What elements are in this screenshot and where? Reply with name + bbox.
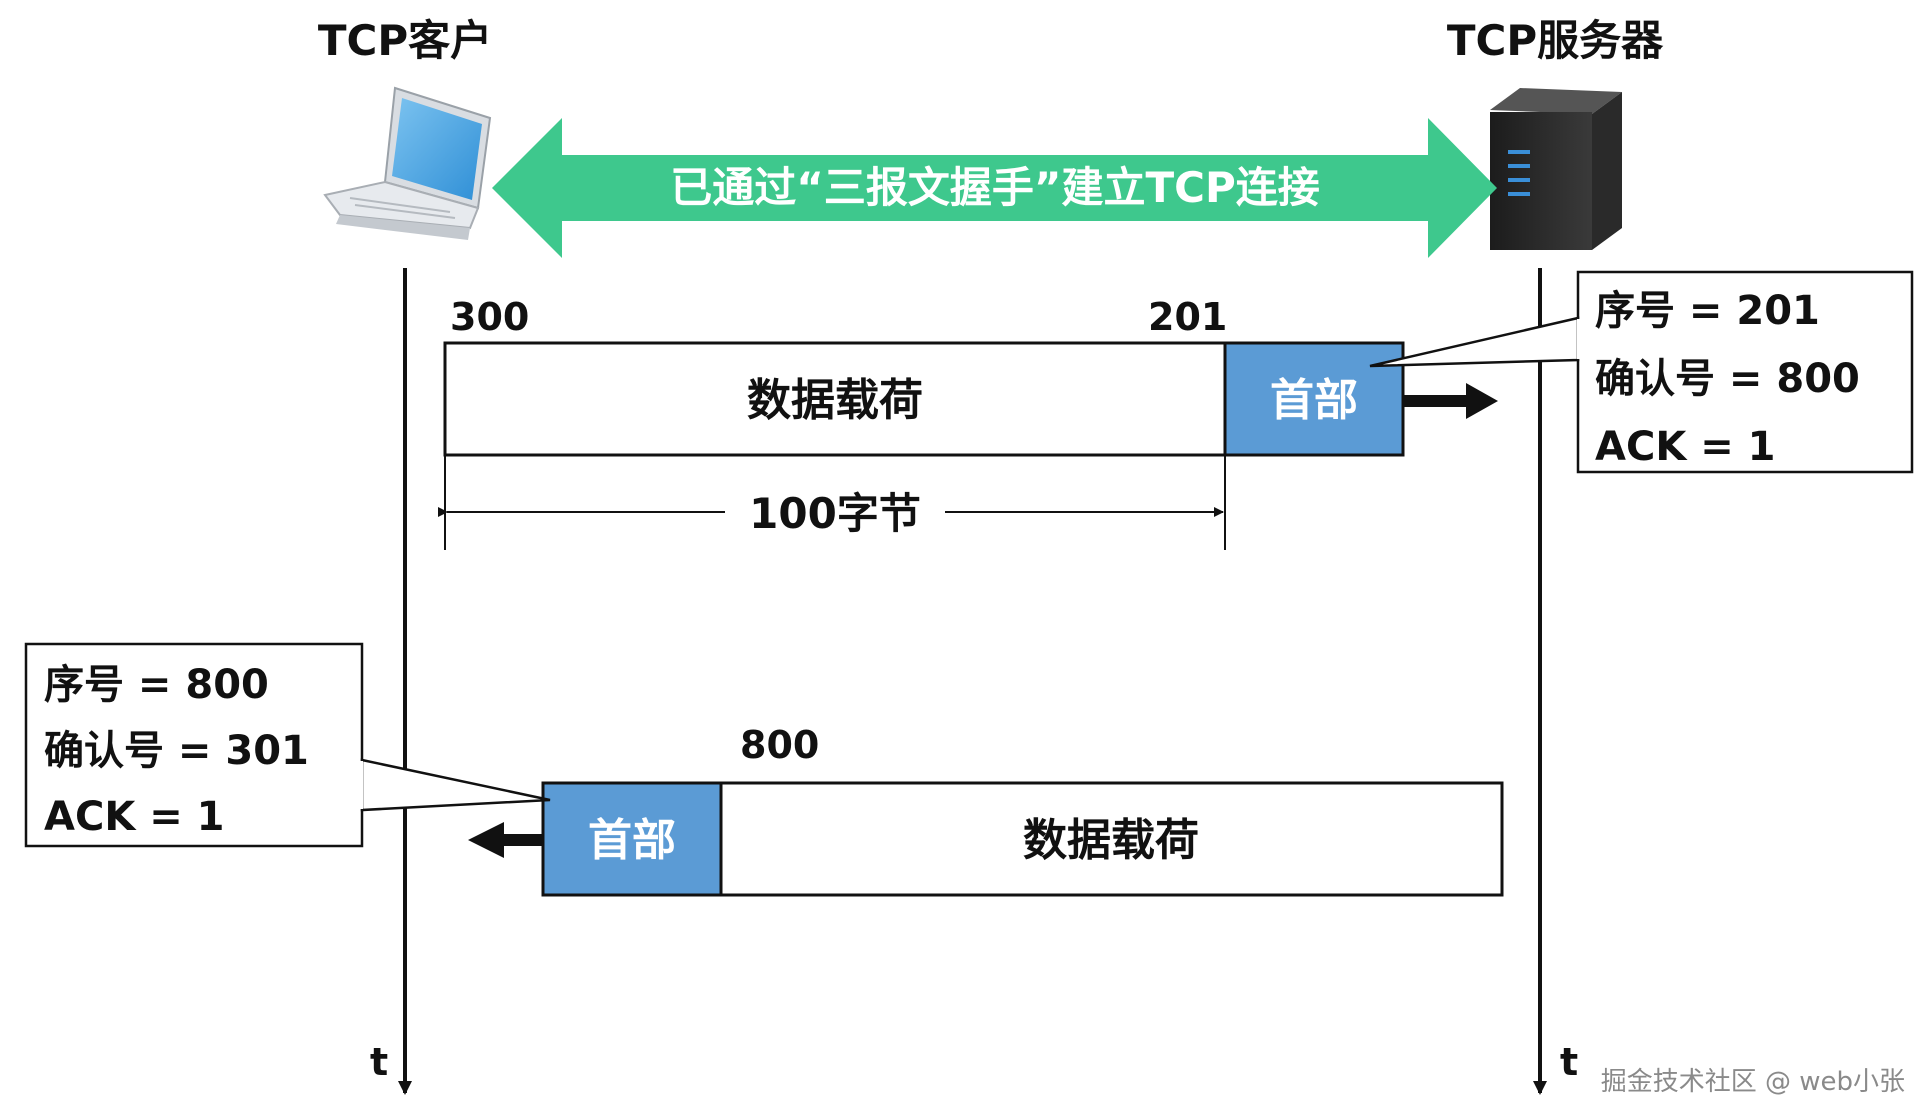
segment2-callout-ack-flag: ACK = 1 bbox=[44, 794, 225, 840]
segment1-right-number: 201 bbox=[1148, 295, 1227, 339]
client-label: TCP客户 bbox=[318, 16, 492, 65]
segment1-payload-label: 数据载荷 bbox=[747, 375, 923, 426]
segment2-direction-arrow bbox=[468, 822, 542, 858]
segment1-length-label: 100字节 bbox=[749, 489, 921, 538]
segment1-callout-ack-num: 确认号 = 800 bbox=[1595, 356, 1860, 402]
segment1-header-label: 首部 bbox=[1270, 375, 1358, 426]
segment2-callout-ack-num: 确认号 = 301 bbox=[44, 728, 309, 774]
segment2-callout-seq: 序号 = 800 bbox=[44, 662, 269, 708]
laptop-icon bbox=[323, 86, 492, 240]
segment2-payload-label: 数据载荷 bbox=[1023, 815, 1199, 866]
segment2-payload-box bbox=[719, 781, 1504, 897]
connection-banner: 已通过“三报文握手”建立TCP连接 bbox=[492, 118, 1497, 258]
server-axis-label: t bbox=[1560, 1040, 1578, 1084]
segment2-callout: 序号 = 800 确认号 = 301 ACK = 1 bbox=[24, 642, 551, 848]
segment1-direction-arrow bbox=[1404, 383, 1498, 419]
server-label: TCP服务器 bbox=[1447, 16, 1664, 65]
segment1-left-number: 300 bbox=[450, 295, 529, 339]
segment2-header-label: 首部 bbox=[588, 815, 676, 866]
banner-text: 已通过“三报文握手”建立TCP连接 bbox=[670, 163, 1319, 212]
segment1-payload-box bbox=[443, 341, 1227, 457]
segment-server-to-client: 800 首部 数据载荷 序号 = 800 确认号 = 301 ACK = 1 bbox=[24, 642, 1504, 897]
segment-client-to-server: 300 201 数据载荷 首部 100字节 序号 = 201 确认号 = 800… bbox=[438, 270, 1914, 550]
segment1-header-box bbox=[1223, 341, 1405, 457]
watermark: 掘金技术社区 @ web小张 bbox=[1601, 1067, 1905, 1097]
segment1-callout-seq: 序号 = 201 bbox=[1595, 288, 1820, 334]
client-axis-label: t bbox=[370, 1040, 388, 1084]
segment1-callout: 序号 = 201 确认号 = 800 ACK = 1 bbox=[1369, 270, 1914, 474]
segment1-length-dimension: 100字节 bbox=[438, 455, 1226, 550]
segment1-callout-ack-flag: ACK = 1 bbox=[1595, 424, 1776, 470]
segment2-header-box bbox=[541, 781, 723, 897]
segment2-number: 800 bbox=[740, 723, 819, 767]
server-icon bbox=[1490, 88, 1622, 250]
